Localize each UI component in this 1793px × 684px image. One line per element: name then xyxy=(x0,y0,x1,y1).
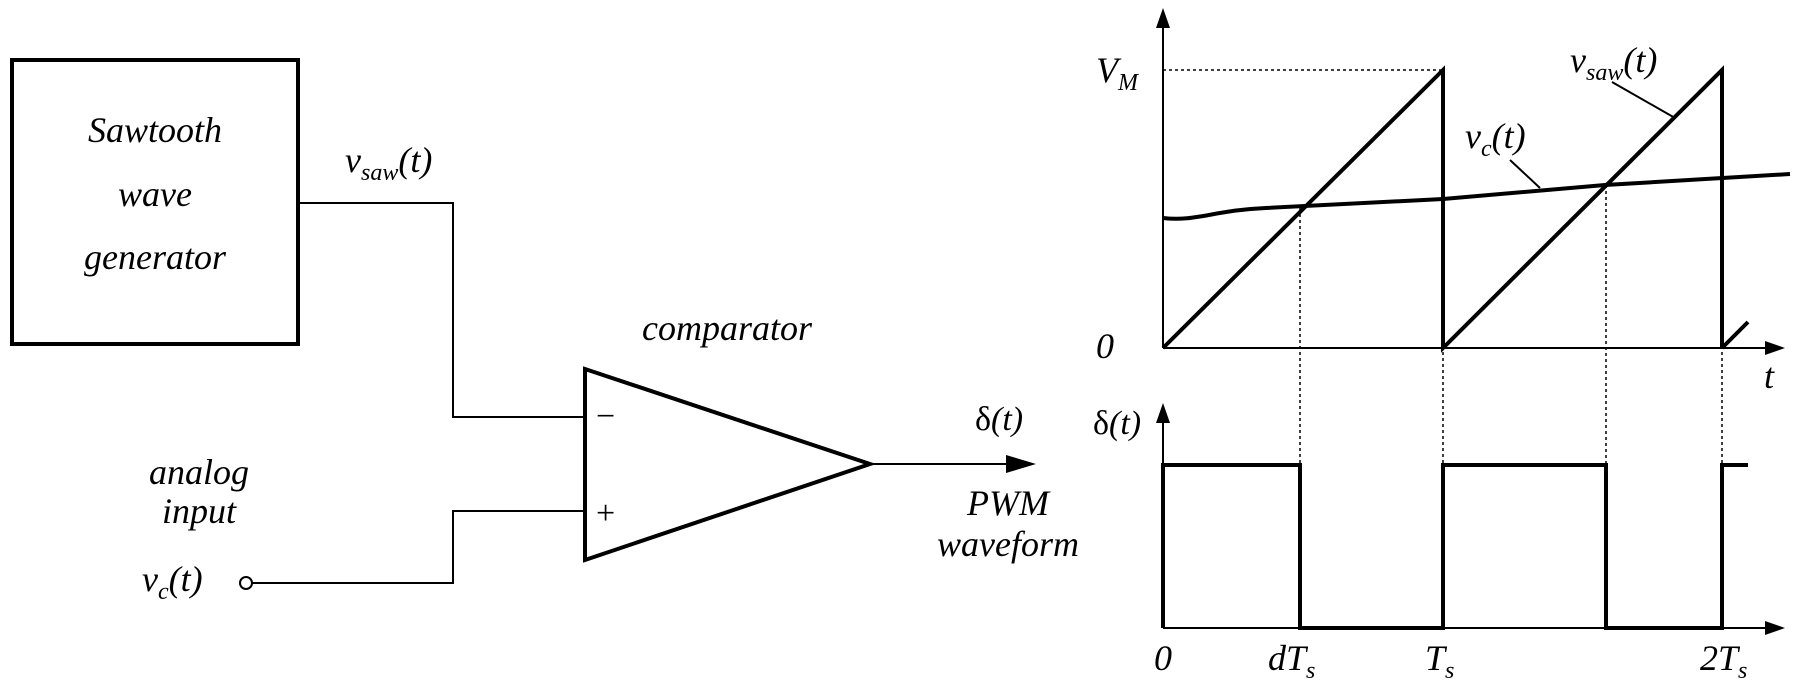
vc-plot-leader xyxy=(1509,159,1541,189)
vsaw-plot-leader xyxy=(1611,81,1676,119)
generator-label-line1: Sawtooth xyxy=(88,110,222,150)
tick-2Ts-base: 2T xyxy=(1700,638,1741,678)
tick-Ts-label: Ts xyxy=(1425,638,1454,684)
vc-plot-label-sub: c xyxy=(1481,136,1492,162)
vm-label-base: V xyxy=(1096,50,1122,90)
vc-plot-label-arg: (t) xyxy=(1492,116,1526,156)
sawtooth-next-ramp xyxy=(1720,320,1750,350)
tick-dTs-sub: s xyxy=(1306,658,1315,684)
vc-input-label: vc(t) xyxy=(142,559,203,605)
analog-input-label-line2: input xyxy=(162,491,237,531)
delta-plot-arg: (t) xyxy=(1109,405,1141,442)
comparator-plus-sign: + xyxy=(596,495,615,532)
vsaw-wire-label-base: v xyxy=(345,140,361,180)
tick-dTs-label: dTs xyxy=(1268,638,1315,684)
vsaw-plot-label: vsaw(t) xyxy=(1570,40,1657,86)
vsaw-plot-label-arg: (t) xyxy=(1623,40,1657,80)
t-axis-label: t xyxy=(1764,356,1775,396)
pwm-label-line1: PWM xyxy=(966,483,1051,523)
vc-plot-label: vc(t) xyxy=(1465,116,1526,162)
vc-input-label-sub: c xyxy=(158,579,169,605)
delta-output-symbol: δ xyxy=(975,401,991,438)
vsaw-wire-label-arg: (t) xyxy=(398,140,432,180)
input-terminal xyxy=(239,576,253,590)
delta-output-label: δ(t) xyxy=(975,401,1023,438)
bottom-y-axis-arrow xyxy=(1156,403,1170,423)
comparator-label: comparator xyxy=(642,308,813,348)
tick-Ts-sub: s xyxy=(1445,658,1454,684)
vsaw-plot-label-base: v xyxy=(1570,40,1586,80)
tick-2Ts-label: 2Ts xyxy=(1700,638,1747,684)
vc-control-curve xyxy=(1162,172,1791,221)
vsaw-wire-label: vsaw(t) xyxy=(345,140,432,186)
delta-output-arg: (t) xyxy=(991,401,1023,438)
vsaw-wire xyxy=(298,202,585,418)
delta-plot-label: δ(t) xyxy=(1093,405,1141,442)
comparator-triangle xyxy=(583,366,877,563)
pwm-label-line2: waveform xyxy=(937,524,1079,564)
generator-label-line2: wave xyxy=(118,174,192,214)
top-x-axis-arrow xyxy=(1765,341,1785,355)
vm-label: VM xyxy=(1096,50,1140,96)
generator-label-line3: generator xyxy=(84,237,227,277)
output-arrowhead xyxy=(1006,455,1036,473)
vc-input-label-arg: (t) xyxy=(169,559,203,599)
tick-2Ts-sub: s xyxy=(1738,658,1747,684)
pwm-waveform xyxy=(1161,463,1748,630)
tick-Ts-base: T xyxy=(1425,638,1448,678)
analog-input-label-line1: analog xyxy=(149,452,249,492)
delta-plot-symbol: δ xyxy=(1093,405,1109,442)
bottom-x-axis-arrow xyxy=(1765,621,1785,635)
vsaw-plot-label-sub: saw xyxy=(1586,60,1623,86)
top-y-axis-arrow xyxy=(1156,8,1170,28)
tick-zero-label: 0 xyxy=(1154,638,1172,678)
vc-input-label-base: v xyxy=(142,559,158,599)
vsaw-wire-label-sub: saw xyxy=(361,160,398,186)
comparator-minus-sign: − xyxy=(596,398,615,435)
top-origin-label: 0 xyxy=(1096,326,1114,366)
tick-dTs-base: dT xyxy=(1268,638,1309,678)
vm-label-sub: M xyxy=(1117,70,1140,96)
analog-input-wire xyxy=(252,510,585,584)
vc-plot-label-base: v xyxy=(1465,116,1481,156)
